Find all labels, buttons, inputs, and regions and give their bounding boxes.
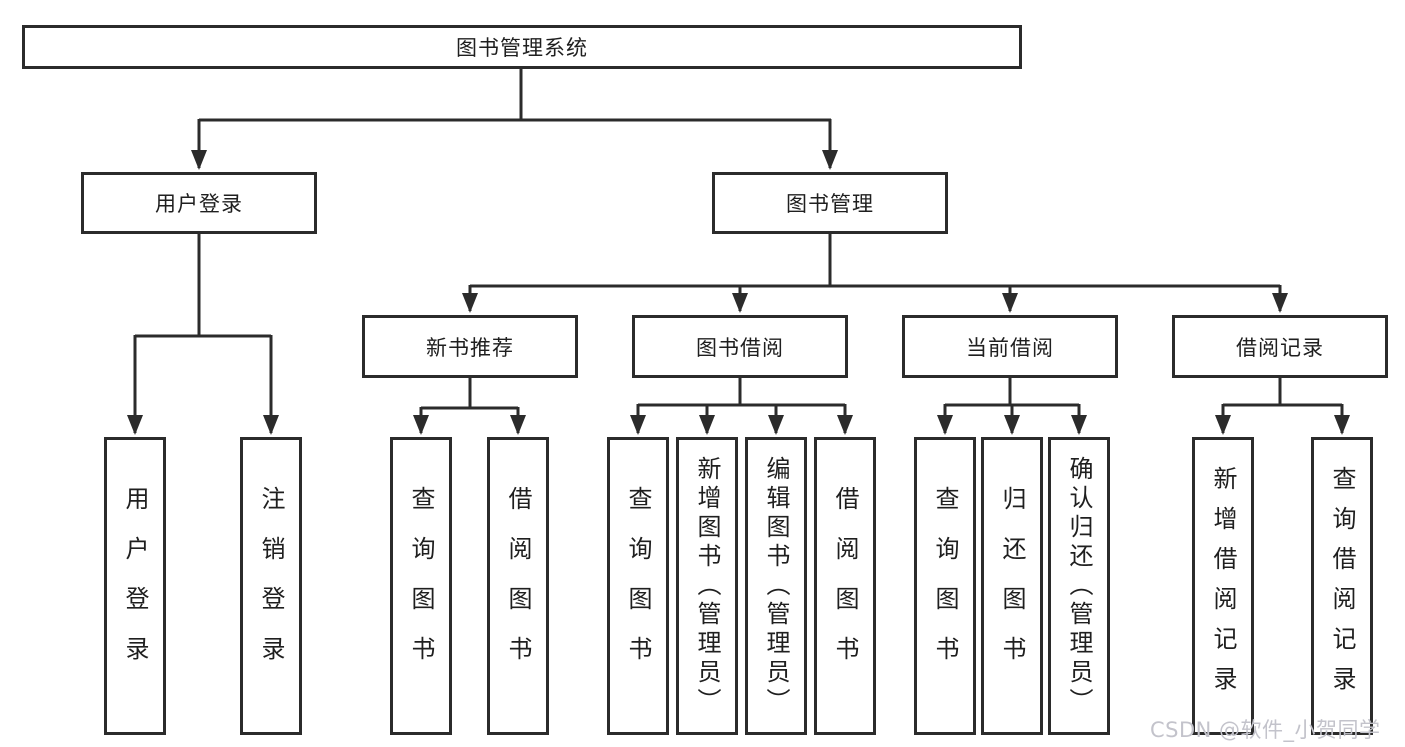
- leaf-return-book: 归还图书: [981, 437, 1043, 735]
- leaf-add-borrow-record: 新增借阅记录: [1192, 437, 1254, 735]
- node-borrow-records-label: 借阅记录: [1236, 335, 1324, 360]
- leaf-logout: 注销登录: [240, 437, 302, 735]
- leaf-borrow-book-2: 借阅图书: [814, 437, 876, 735]
- leaf-edit-book-admin-label: 编辑图书（管理员）: [762, 455, 790, 717]
- leaf-query-borrow-record-label: 查询借阅记录: [1328, 466, 1356, 706]
- node-book-borrow-label: 图书借阅: [696, 335, 784, 360]
- leaf-query-book-3: 查询图书: [914, 437, 976, 735]
- leaf-query-borrow-record: 查询借阅记录: [1311, 437, 1373, 735]
- node-book-mgmt-label: 图书管理: [786, 192, 874, 216]
- leaf-add-book-admin-label: 新增图书（管理员）: [693, 455, 721, 717]
- leaf-borrow-book-1: 借阅图书: [487, 437, 549, 735]
- leaf-query-book-1-label: 查询图书: [407, 486, 435, 686]
- leaf-add-book-admin: 新增图书（管理员）: [676, 437, 738, 735]
- leaf-borrow-book-2-label: 借阅图书: [831, 486, 859, 686]
- leaf-query-book-2: 查询图书: [607, 437, 669, 735]
- node-new-book-rec: 新书推荐: [362, 315, 578, 378]
- leaf-add-borrow-record-label: 新增借阅记录: [1209, 466, 1237, 706]
- leaf-user-login: 用户登录: [104, 437, 166, 735]
- leaf-query-book-3-label: 查询图书: [931, 486, 959, 686]
- node-user-login: 用户登录: [81, 172, 317, 234]
- node-book-mgmt: 图书管理: [712, 172, 948, 234]
- leaf-borrow-book-1-label: 借阅图书: [504, 486, 532, 686]
- leaf-query-book-1: 查询图书: [390, 437, 452, 735]
- leaf-return-book-label: 归还图书: [998, 486, 1026, 686]
- leaf-edit-book-admin: 编辑图书（管理员）: [745, 437, 807, 735]
- leaf-confirm-return-admin: 确认归还（管理员）: [1048, 437, 1110, 735]
- leaf-confirm-return-admin-label: 确认归还（管理员）: [1065, 455, 1093, 717]
- node-current-borrow-label: 当前借阅: [966, 335, 1054, 360]
- leaf-logout-label: 注销登录: [257, 486, 285, 686]
- csdn-watermark: CSDN @软件_小贺同学: [1150, 718, 1381, 742]
- node-book-borrow: 图书借阅: [632, 315, 848, 378]
- node-root: 图书管理系统: [22, 25, 1022, 69]
- leaf-query-book-2-label: 查询图书: [624, 486, 652, 686]
- node-new-book-rec-label: 新书推荐: [426, 335, 514, 360]
- node-borrow-records: 借阅记录: [1172, 315, 1388, 378]
- node-current-borrow: 当前借阅: [902, 315, 1118, 378]
- node-root-label: 图书管理系统: [456, 36, 588, 60]
- node-user-login-label: 用户登录: [155, 192, 243, 216]
- leaf-user-login-label: 用户登录: [121, 486, 149, 686]
